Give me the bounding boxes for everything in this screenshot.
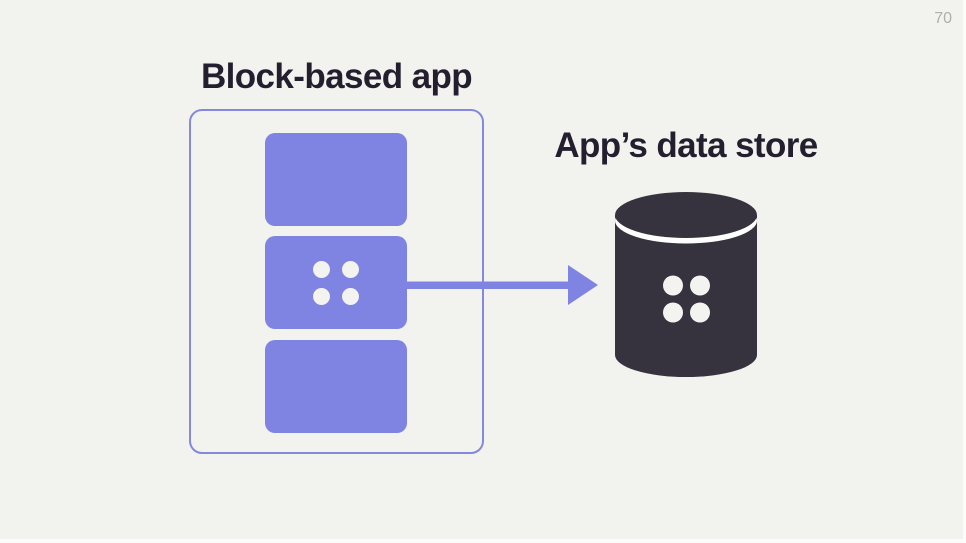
dot [342,260,359,278]
four-dots-icon [265,236,407,329]
four-dots-icon [663,275,710,323]
database-cylinder-icon [615,192,757,377]
app-block-middle [265,236,407,329]
app-outline-box [189,109,484,454]
dot [342,287,359,305]
slide-edge-highlight [0,539,966,543]
dot [313,287,330,305]
app-block-bottom [265,340,407,433]
page-number: 70 [934,10,952,27]
slide-edge-highlight [963,0,966,543]
app-title: Block-based app [200,57,473,96]
datastore-title: App’s data store [554,126,818,165]
data-flow-arrow-icon [407,265,598,305]
dot [313,260,330,278]
app-block-top [265,133,407,226]
